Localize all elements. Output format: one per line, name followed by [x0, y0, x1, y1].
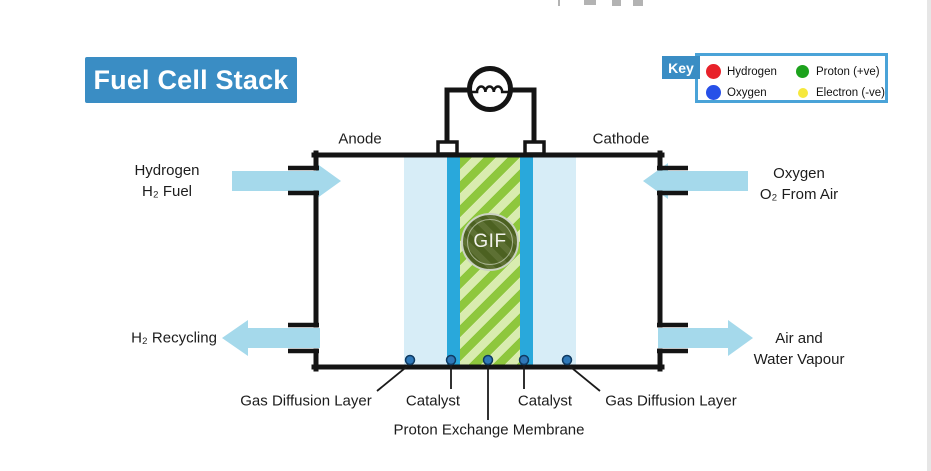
gif-badge-label: GIF — [473, 231, 507, 252]
electron-dot-icon — [797, 87, 808, 98]
oxygen-dot-icon — [706, 85, 721, 100]
gdl-right-label: Gas Diffusion Layer — [605, 392, 737, 410]
hydrogen-dot-icon — [706, 64, 721, 79]
air-out-arrow — [658, 320, 753, 356]
cropped-ui-artifact — [584, 0, 596, 5]
gdl-left-label: Gas Diffusion Layer — [240, 392, 372, 410]
legend-item-proton: Proton (+ve) — [795, 63, 880, 80]
legend-key-label: Key — [668, 59, 694, 76]
legend-item-oxygen: Oxygen — [706, 84, 767, 101]
air-water-output-label: Air and Water Vapour — [753, 330, 845, 368]
gas-diffusion-layer-left — [404, 157, 447, 365]
h2-recycling-arrow — [222, 320, 320, 356]
legend-key-tab: Key — [662, 56, 700, 79]
cropped-ui-artifact — [612, 0, 621, 6]
legend-item-hydrogen: Hydrogen — [706, 63, 777, 80]
legend-item-label: Hydrogen — [727, 65, 777, 78]
page-edge — [927, 0, 931, 471]
catalyst-left-label: Catalyst — [405, 392, 461, 410]
cropped-ui-artifact — [633, 0, 643, 6]
oxygen-in-arrow — [643, 163, 748, 199]
proton-dot-icon — [796, 65, 809, 78]
load-resistor-icon — [467, 66, 513, 112]
leader-lines — [376, 363, 601, 420]
electrode-terminal-left — [436, 140, 459, 156]
resistor-squiggle-icon — [468, 85, 511, 94]
cathode-label: Cathode — [592, 130, 650, 148]
legend-item-label: Proton (+ve) — [816, 65, 880, 78]
cell-ports — [288, 165, 688, 354]
hydrogen-in-arrow — [232, 163, 341, 199]
h2-recycling-label: H₂ Recycling — [131, 329, 217, 347]
gif-play-badge[interactable]: GIF — [461, 213, 519, 271]
title-box: Fuel Cell Stack — [85, 57, 297, 103]
gas-diffusion-layer-right — [533, 157, 576, 365]
catalyst-layer-left — [447, 157, 460, 365]
cropped-ui-artifact — [558, 0, 560, 6]
layer-callout-dots — [404, 354, 573, 366]
oxygen-input-label: Oxygen O₂ From Air — [759, 165, 839, 203]
catalyst-layer-right — [520, 157, 533, 365]
hydrogen-input-label: Hydrogen H₂ Fuel — [134, 162, 200, 200]
electrode-terminal-right — [523, 140, 546, 156]
legend-item-electron: Electron (-ve) — [795, 84, 885, 101]
anode-label: Anode — [338, 130, 382, 148]
catalyst-right-label: Catalyst — [517, 392, 573, 410]
legend-item-label: Electron (-ve) — [816, 86, 886, 99]
legend-item-label: Oxygen — [727, 86, 767, 99]
page-title: Fuel Cell Stack — [93, 64, 289, 95]
pem-label: Proton Exchange Membrane — [393, 421, 585, 439]
